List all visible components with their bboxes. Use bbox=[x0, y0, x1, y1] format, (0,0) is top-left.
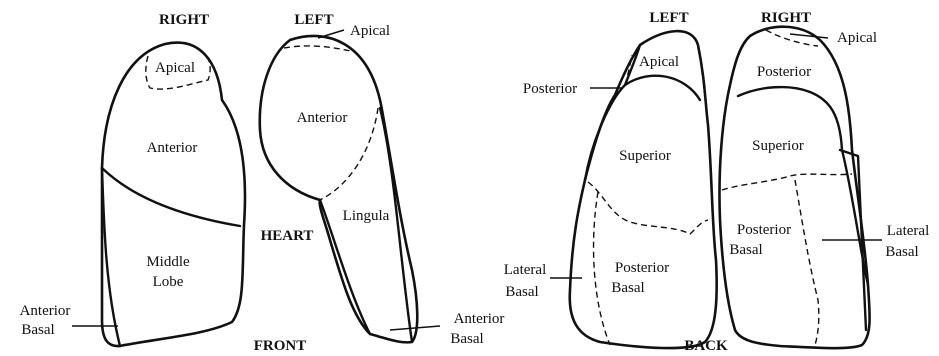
back-left-superior-boundary bbox=[588, 182, 708, 234]
front-right-anterior-basal-label-2: Basal bbox=[21, 322, 54, 338]
front-right-lung-outline bbox=[102, 43, 245, 347]
back-left-oblique-fissure bbox=[585, 76, 700, 180]
front-right-middle-lobe-label-1: Middle bbox=[146, 254, 190, 270]
front-right-apical-label: Apical bbox=[155, 60, 195, 76]
back-left-lung-outline bbox=[570, 31, 717, 348]
back-right-superior-boundary bbox=[722, 174, 852, 190]
back-left-lung bbox=[550, 31, 717, 348]
back-header-left: LEFT bbox=[649, 10, 688, 26]
front-left-anterior-basal-leader bbox=[390, 326, 440, 330]
back-left-posterior-label: Posterior bbox=[523, 81, 577, 97]
front-left-apical-label: Apical bbox=[350, 23, 390, 39]
back-left-posterior-basal-label-2: Basal bbox=[611, 280, 644, 296]
back-footer: BACK bbox=[684, 338, 728, 354]
back-right-apical-label: Apical bbox=[837, 30, 877, 46]
front-left-anterior-label: Anterior bbox=[297, 110, 348, 126]
back-left-apical-label: Apical bbox=[639, 54, 679, 70]
front-header-left: LEFT bbox=[294, 12, 333, 28]
front-right-lung bbox=[72, 43, 245, 347]
front-left-lingula-label: Lingula bbox=[343, 208, 390, 224]
back-right-lateral-basal-label-2: Basal bbox=[885, 244, 918, 260]
front-left-anterior-basal-label-1: Anterior bbox=[454, 311, 505, 327]
back-left-lateral-basal-label-1: Lateral bbox=[504, 262, 546, 278]
back-right-posterior-basal-boundary bbox=[795, 180, 819, 345]
front-left-apical-boundary bbox=[284, 46, 355, 52]
front-left-lung bbox=[260, 30, 440, 342]
front-right-anterior-basal-label-1: Anterior bbox=[20, 303, 71, 319]
front-right-oblique-fissure bbox=[102, 168, 120, 346]
back-left-superior-label: Superior bbox=[619, 148, 671, 164]
back-right-lateral-basal-label-1: Lateral bbox=[887, 223, 929, 239]
front-footer: FRONT bbox=[254, 338, 307, 354]
front-heart-label: HEART bbox=[261, 228, 314, 244]
front-right-anterior-label: Anterior bbox=[147, 140, 198, 156]
back-right-posterior-basal-label-1: Posterior bbox=[737, 222, 791, 238]
front-right-middle-lobe-label-2: Lobe bbox=[153, 274, 184, 290]
front-left-apical-leader bbox=[318, 30, 344, 38]
front-left-lower-edge bbox=[380, 108, 412, 342]
back-right-posterior-label: Posterior bbox=[757, 64, 811, 80]
back-left-lateral-boundary bbox=[594, 192, 610, 345]
back-left-posterior-basal-label-1: Posterior bbox=[615, 260, 669, 276]
back-header-right: RIGHT bbox=[761, 10, 811, 26]
back-right-apical-leader bbox=[790, 34, 828, 38]
front-header-right: RIGHT bbox=[159, 12, 209, 28]
back-right-superior-label: Superior bbox=[752, 138, 804, 154]
back-right-posterior-basal-label-2: Basal bbox=[729, 242, 762, 258]
front-left-anterior-basal-label-2: Basal bbox=[450, 331, 483, 347]
front-right-horizontal-fissure bbox=[102, 168, 240, 226]
back-left-lateral-basal-label-2: Basal bbox=[505, 284, 538, 300]
